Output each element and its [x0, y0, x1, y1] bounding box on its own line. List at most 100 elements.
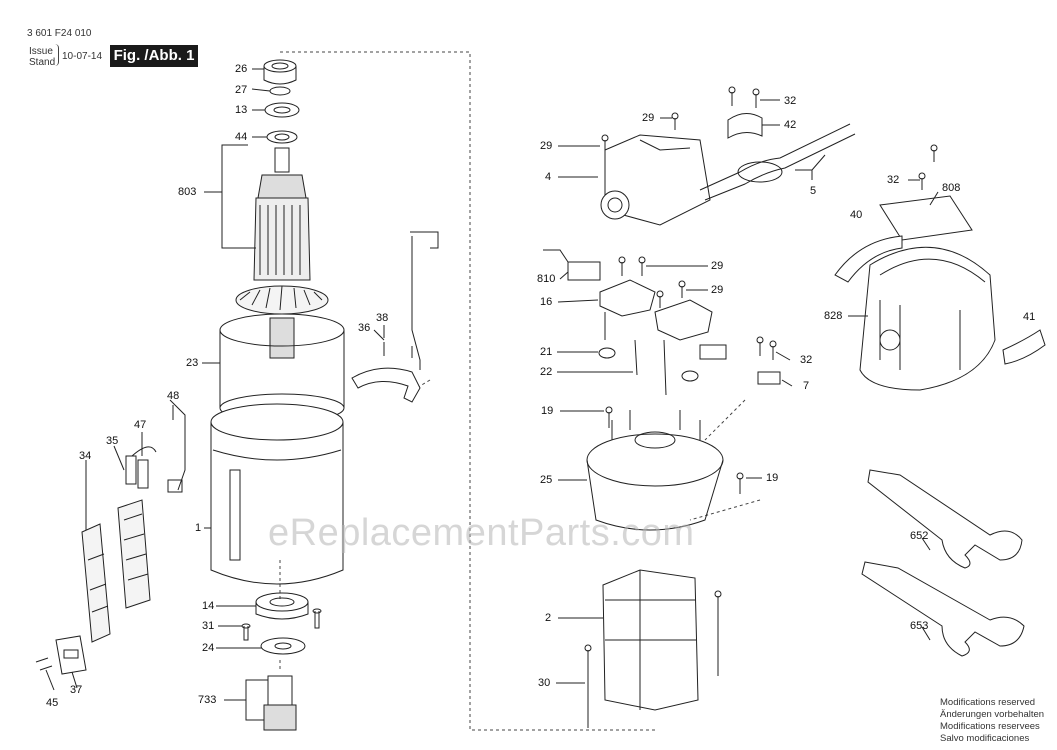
callout-34: 34 — [79, 450, 92, 462]
callout-19a: 19 — [541, 405, 554, 417]
callout-45: 45 — [46, 697, 59, 709]
spring-21 — [598, 347, 699, 382]
lever-37 — [55, 635, 87, 675]
issue-date: 10-07-14 — [62, 51, 103, 62]
figure-label: Fig. /Abb. 1 — [110, 45, 198, 67]
callout-16: 16 — [540, 296, 553, 308]
oring-27 — [269, 86, 291, 96]
screws-19 — [605, 406, 744, 494]
callout-1: 1 — [195, 522, 202, 534]
callout-40: 40 — [850, 209, 863, 221]
brush-assembly-47-48 — [125, 399, 186, 493]
callout-25: 25 — [540, 474, 553, 486]
brush-holder-16 — [599, 279, 656, 340]
callout-31: 31 — [202, 620, 215, 632]
callout-653: 653 — [910, 620, 929, 632]
nut-26 — [263, 59, 297, 85]
callout-808: 808 — [942, 182, 961, 194]
modifications-line: Salvo modificaciones — [940, 733, 1030, 744]
screws-32-top — [728, 86, 760, 108]
callout-29c: 29 — [711, 260, 724, 272]
screws-29-mid — [618, 256, 686, 308]
screws-32-mid — [756, 336, 777, 360]
screw-31 — [241, 623, 251, 641]
field-2 — [602, 569, 699, 711]
callout-32b: 32 — [887, 174, 900, 186]
cord-5 — [699, 123, 856, 201]
arrow-41 — [1002, 329, 1046, 365]
callout-30: 30 — [538, 677, 551, 689]
watermark: eReplacementParts.com — [268, 512, 695, 554]
callout-652: 652 — [910, 530, 929, 542]
callout-24: 24 — [202, 642, 215, 654]
callout-29b: 29 — [642, 112, 655, 124]
callout-48: 48 — [167, 390, 180, 402]
callout-38: 38 — [376, 312, 389, 324]
modifications-line: Änderungen vorbehalten — [940, 709, 1045, 720]
callout-13: 13 — [235, 104, 248, 116]
callout-36: 36 — [358, 322, 371, 334]
stand-label: Stand — [29, 57, 56, 68]
switch-slider-34 — [81, 523, 111, 643]
callout-27: 27 — [235, 84, 248, 96]
bearing-housing-25 — [586, 410, 724, 531]
screws-32-cap — [918, 144, 938, 190]
wrench-652 — [867, 469, 1023, 569]
washer-24 — [260, 637, 306, 655]
modifications-line: Modifications reservees — [940, 721, 1040, 732]
brush-cover-35 — [117, 499, 151, 609]
screws-45 — [35, 657, 53, 671]
screw-31b — [312, 608, 322, 629]
arrow-40 — [834, 235, 903, 283]
document-number: 3 601 F24 010 — [27, 28, 92, 39]
callout-733: 733 — [198, 694, 217, 706]
motor-housing-1 — [210, 403, 344, 585]
modifications-notice: Modifications reserved Änderungen vorbeh… — [940, 697, 1044, 745]
brush-810 — [543, 249, 601, 281]
issue-stand-label: Issue Stand — [29, 46, 55, 68]
label-808 — [879, 195, 973, 241]
collet-733 — [263, 675, 297, 731]
cap-housing-4 — [600, 134, 711, 226]
modifications-line: Modifications reserved — [940, 697, 1036, 708]
callout-41: 41 — [1023, 311, 1036, 323]
bearing-14 — [255, 592, 309, 620]
callout-5: 5 — [810, 185, 817, 197]
callout-14: 14 — [202, 600, 215, 612]
brush-holder-36 — [351, 231, 439, 403]
screws-30 — [584, 590, 722, 728]
callout-26: 26 — [235, 63, 248, 75]
leader-lines — [45, 68, 939, 721]
brace-divider — [54, 44, 59, 66]
wrench-653 — [861, 561, 1025, 657]
pins-22 — [634, 339, 667, 396]
callout-2: 2 — [545, 612, 552, 624]
callout-29d: 29 — [711, 284, 724, 296]
motor-cap-828 — [859, 246, 996, 391]
callout-42: 42 — [784, 119, 797, 131]
armature-803 — [235, 147, 329, 359]
bearing-13 — [264, 102, 300, 118]
callout-23: 23 — [186, 357, 199, 369]
callout-19b: 19 — [766, 472, 779, 484]
brush-holder-right — [654, 299, 727, 360]
bearing-44 — [266, 130, 298, 144]
callout-32a: 32 — [784, 95, 797, 107]
callout-29a: 29 — [540, 140, 553, 152]
callout-7: 7 — [803, 380, 810, 392]
callout-4: 4 — [545, 171, 552, 183]
callout-35: 35 — [106, 435, 119, 447]
callout-44: 44 — [235, 131, 248, 143]
callout-47: 47 — [134, 419, 147, 431]
callout-37: 37 — [70, 684, 83, 696]
callout-803: 803 — [178, 186, 197, 198]
callout-32c: 32 — [800, 354, 813, 366]
issue-label: Issue — [29, 46, 53, 57]
cord-clamp-42 — [727, 113, 763, 139]
callout-21: 21 — [540, 346, 553, 358]
callout-22: 22 — [540, 366, 553, 378]
brush-7 — [757, 371, 781, 385]
callout-810: 810 — [537, 273, 556, 285]
screws-29-top — [601, 112, 679, 152]
